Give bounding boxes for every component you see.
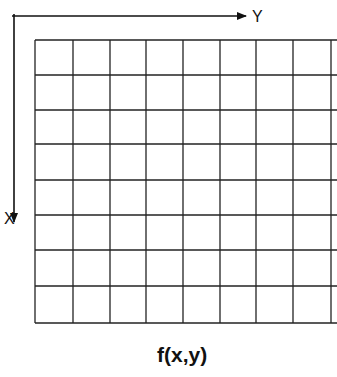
- grid-line: [255, 40, 256, 323]
- y-axis: [12, 15, 246, 17]
- pixel-grid: [35, 40, 337, 323]
- grid-line: [35, 143, 337, 144]
- grid-line: [330, 40, 331, 323]
- grid-line: [35, 39, 337, 40]
- grid-line: [109, 40, 110, 323]
- grid-line: [35, 285, 337, 286]
- grid-line: [219, 40, 220, 323]
- grid-line: [35, 109, 337, 110]
- x-axis: [13, 14, 15, 222]
- grid-line: [35, 179, 337, 180]
- grid-line: [35, 322, 337, 323]
- grid-line: [72, 40, 73, 323]
- grid-line: [35, 249, 337, 250]
- grid-line: [182, 40, 183, 323]
- axis-label: X: [4, 211, 15, 227]
- grid-line: [292, 40, 293, 323]
- grid-line: [35, 74, 337, 75]
- grid-line: [145, 40, 146, 323]
- grid-line: [34, 40, 35, 323]
- grid-line: [35, 214, 337, 215]
- axis-label: Y: [252, 9, 263, 25]
- caption: f(x,y): [157, 344, 207, 365]
